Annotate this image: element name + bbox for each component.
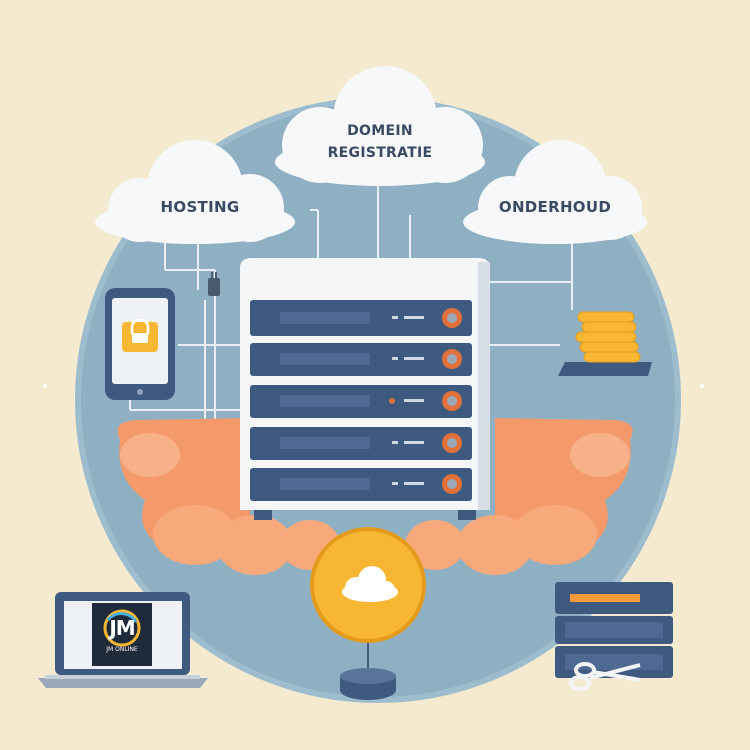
phone-icon <box>105 288 175 400</box>
server-unit <box>250 300 472 336</box>
cloud-domein <box>275 66 485 186</box>
server-unit <box>250 385 472 418</box>
server-unit <box>250 427 472 460</box>
plug-icon <box>208 272 220 296</box>
dot <box>43 384 47 388</box>
cloud-onderhoud <box>463 140 647 244</box>
laptop-icon <box>38 592 208 688</box>
coins-icon <box>558 311 652 376</box>
server-stack-icon <box>555 582 673 678</box>
domein-label-line1: DOMEIN <box>347 123 413 139</box>
hands-icon <box>117 418 633 575</box>
lock-icon <box>122 318 158 352</box>
logo-subtitle: JM ONLINE <box>106 646 138 653</box>
server-unit <box>250 343 472 376</box>
server-rack-icon <box>240 258 490 520</box>
hosting-label: HOSTING <box>160 198 240 216</box>
dot <box>700 384 704 388</box>
domein-registratie-label: DOMEIN REGISTRATIE <box>300 120 460 164</box>
cloud-badge <box>310 527 426 700</box>
logo-initials: JM <box>109 616 135 640</box>
cloud-hosting <box>95 140 295 244</box>
server-unit <box>250 468 472 501</box>
scissors-icon <box>569 662 641 691</box>
onderhoud-label: ONDERHOUD <box>498 198 612 216</box>
domein-label-line2: REGISTRATIE <box>327 145 433 161</box>
cloud-icon <box>342 566 398 602</box>
